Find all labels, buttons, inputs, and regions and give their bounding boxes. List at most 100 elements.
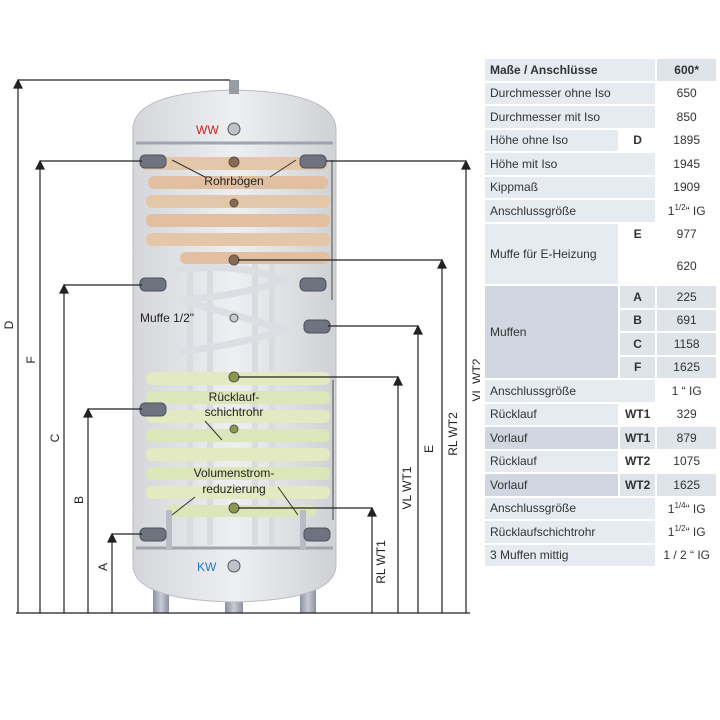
dim-d-label: D (2, 320, 16, 329)
dimensions-connections-table: Maße / Anschlüsse 600* Durchmesser ohne … (483, 57, 718, 568)
row-label: Höhe mit Iso (485, 153, 656, 175)
row-code: F (619, 356, 656, 378)
table-row: Vorlauf WT2 1625 (485, 474, 716, 496)
dim-b-label: B (72, 496, 86, 504)
table-row: Durchmesser mit Iso 850 (485, 106, 716, 128)
row-value: 1909 (657, 176, 716, 198)
row-code: B (619, 309, 656, 331)
table-header-value: 600* (657, 59, 716, 81)
row-label: Anschlussgröße (485, 200, 656, 222)
table-row: Vorlauf WT1 879 (485, 427, 716, 449)
table-row: Rücklaufschichtrohr 11/2“ IG (485, 521, 716, 543)
dimension-lines (13, 78, 471, 613)
ww-label: WW (196, 123, 219, 137)
row-value: 225 (657, 286, 716, 308)
value-fraction: 1/4 (674, 500, 686, 510)
table-row: F 1625 (485, 356, 716, 378)
row-label: 3 Muffen mittig (485, 544, 656, 566)
row-label: Anschlussgröße (485, 497, 656, 519)
value-unit: “ IG (685, 204, 706, 219)
row-code: C (619, 333, 656, 355)
row-value: 1625 (657, 474, 716, 496)
dim-e-label: E (422, 445, 436, 453)
row-value: 977 (657, 223, 716, 245)
table-row: 620 (485, 247, 716, 284)
table-header-row: Maße / Anschlüsse 600* (485, 59, 716, 81)
top-vent-pipe (229, 80, 239, 94)
row-code: WT1 (619, 427, 656, 449)
row-value: 11/2“ IG (657, 200, 716, 222)
row-value: 1945 (657, 153, 716, 175)
row-code: WT2 (619, 450, 656, 472)
table-row: Muffe für E-Heizung E 977 (485, 223, 716, 284)
row-label: Anschlussgröße (485, 380, 656, 402)
ruecklauf-label-line2: schichtrohr (205, 405, 264, 419)
value-unit: “ IG (685, 525, 706, 540)
table-row: Muffen A 225 (485, 286, 716, 378)
lower-heat-exchanger-coil (146, 372, 330, 517)
value-base: 1 (667, 501, 675, 516)
table-row: B 691 (485, 309, 716, 331)
row-value: 1 “ IG (657, 380, 716, 402)
dim-rl-wt1-label: RL WT1 (374, 540, 388, 584)
table-row: C 1158 (485, 333, 716, 355)
dim-rl-wt2-label: RL WT2 (446, 412, 460, 456)
row-value: 11/2“ IG (657, 521, 716, 543)
table-row: Rücklauf WT1 329 (485, 403, 716, 425)
electric-heater-spiral (174, 264, 297, 356)
row-value: 1625 (657, 356, 716, 378)
value-base: 1 (667, 204, 675, 219)
table-row: 3 Muffen mittig 1 / 2 “ IG (485, 544, 716, 566)
row-code: E (619, 223, 656, 245)
storage-tank-diagram: WW KW Rohrbögen Muffe 1/2" Rücklauf- sch… (2, 78, 480, 614)
row-code (619, 247, 656, 284)
row-code: A (619, 286, 656, 308)
row-label: Rücklauf (485, 450, 618, 472)
row-label: Muffen (485, 286, 618, 378)
dim-c-label: C (48, 433, 62, 442)
table-row: Rücklauf WT2 1075 (485, 450, 716, 472)
row-value: 11/4“ IG (657, 497, 716, 519)
row-value: 1075 (657, 450, 716, 472)
row-label: Durchmesser mit Iso (485, 106, 656, 128)
row-label: Durchmesser ohne Iso (485, 82, 656, 104)
table-row: Anschlussgröße 11/4“ IG (485, 497, 716, 519)
row-code: D (619, 129, 656, 151)
row-value: 691 (657, 309, 716, 331)
row-label: Rücklauf (485, 403, 618, 425)
row-value: 1 / 2 “ IG (657, 544, 716, 566)
row-label: Höhe ohne Iso (485, 129, 618, 151)
row-label: Muffe für E-Heizung (485, 223, 618, 284)
row-value: 1895 (657, 129, 716, 151)
kw-label: KW (197, 560, 217, 574)
volumen-label-line2: reduzierung (202, 482, 265, 496)
dim-vl-wt1-label: VL WT1 (400, 466, 414, 509)
row-label: Vorlauf (485, 427, 618, 449)
table-header-label: Maße / Anschlüsse (485, 59, 656, 81)
dim-a-label: A (96, 563, 110, 571)
row-label: Rücklaufschichtrohr (485, 521, 656, 543)
row-label: Kippmaß (485, 176, 656, 198)
dim-vl-wt2-label: VL WT2 (470, 358, 480, 401)
row-code: WT1 (619, 403, 656, 425)
dim-f-label: F (24, 356, 38, 363)
row-code: WT2 (619, 474, 656, 496)
value-fraction: 1/2 (674, 203, 686, 213)
row-value: 1158 (657, 333, 716, 355)
volumen-label-line1: Volumenstrom- (194, 466, 275, 480)
table-row: Höhe ohne Iso D 1895 (485, 129, 716, 151)
row-value: 650 (657, 82, 716, 104)
row-value: 850 (657, 106, 716, 128)
row-label: Vorlauf (485, 474, 618, 496)
table-row: Kippmaß 1909 (485, 176, 716, 198)
table-row: Anschlussgröße 1 “ IG (485, 380, 716, 402)
table-row: Anschlussgröße 11/2“ IG (485, 200, 716, 222)
value-unit: “ IG (685, 501, 706, 516)
table-row: Höhe mit Iso 1945 (485, 153, 716, 175)
ruecklauf-label-line1: Rücklauf- (209, 390, 260, 404)
rohrboegen-label: Rohrbögen (204, 174, 263, 188)
row-value: 879 (657, 427, 716, 449)
row-value: 329 (657, 403, 716, 425)
value-base: 1 (667, 525, 675, 540)
table-row: Durchmesser ohne Iso 650 (485, 82, 716, 104)
